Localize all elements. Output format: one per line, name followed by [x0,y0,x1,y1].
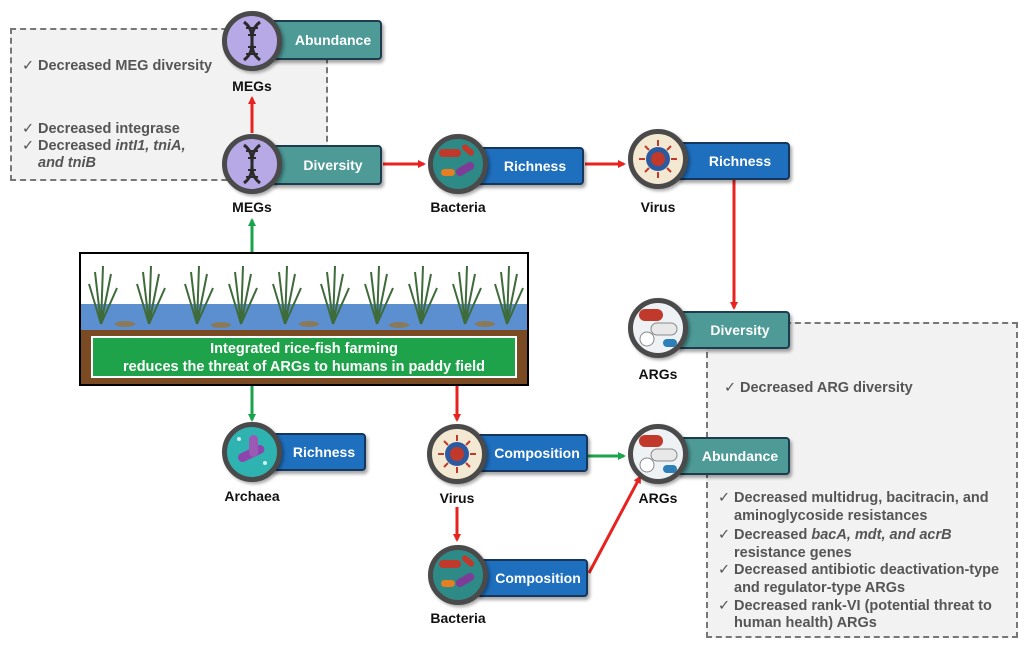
archaea-icon [222,422,282,482]
arg-abund-note-1b: aminoglycoside resistances [734,508,928,524]
megs-diversity-label: Diversity [270,145,382,185]
arg-abund-note-2b: resistance genes [734,545,852,561]
args-div-caption: ARGs [638,366,678,382]
args-abundance-label: Abundance [676,437,790,475]
bacteria-icon [428,545,488,605]
archaea-caption: Archaea [224,488,280,504]
virus-richness-label: Richness [676,142,790,180]
pills-icon [628,298,688,358]
rice-fish-field: Integrated rice-fish farming reduces the… [79,252,529,386]
dna-icon [222,11,282,71]
meg-note-4: and tniB [38,155,96,171]
virus-composition-label: Composition [474,434,588,472]
pills-icon [628,424,688,484]
arg-abund-note-3b: and regulator-type ARGs [734,580,906,596]
virus-icon [427,424,487,484]
megs-abundance-label: Abundance [270,20,382,60]
dna-icon [222,134,282,194]
meg-note-2: ✓Decreased integrase [22,121,180,137]
meg-note-1: ✓Decreased MEG diversity [22,58,213,74]
arg-notes-box [706,322,1018,638]
arg-abund-note-1: ✓Decreased multidrug, bacitracin, and [718,490,989,506]
arg-abund-note-2: ✓Decreased bacA, mdt, and acrB [718,527,952,543]
bacteria-comp-caption: Bacteria [430,610,486,626]
args-diversity-label: Diversity [676,311,790,349]
arg-abund-note-4b: human health) ARGs [734,615,877,631]
archaea-richness-label: Richness [268,433,366,471]
banner-line-2: reduces the threat of ARGs to humans in … [122,359,485,375]
arg-abund-note-3: ✓Decreased antibiotic deactivation-type [718,562,1000,578]
bacteria-rich-caption: Bacteria [430,199,486,215]
meg-note-3: ✓Decreased intI1, tniA, [22,138,186,154]
virus-comp-caption: Virus [439,490,475,506]
center-banner: Integrated rice-fish farming reduces the… [91,336,517,378]
bacteria-icon [428,134,488,194]
bacteria-richness-label: Richness [472,147,584,185]
args-abund-caption: ARGs [638,490,678,506]
megs-div-caption: MEGs [232,199,272,215]
banner-line-1: Integrated rice-fish farming [210,341,398,357]
arg-abund-note-4: ✓Decreased rank-VI (potential threat to [718,598,992,614]
arrow-bacteria-to-args [587,475,642,574]
megs-top-caption: MEGs [232,78,272,94]
virus-icon [628,129,688,189]
arg-div-note: ✓Decreased ARG diversity [724,380,913,396]
virus-rich-caption: Virus [640,199,676,215]
bacteria-composition-label: Composition [476,559,588,597]
